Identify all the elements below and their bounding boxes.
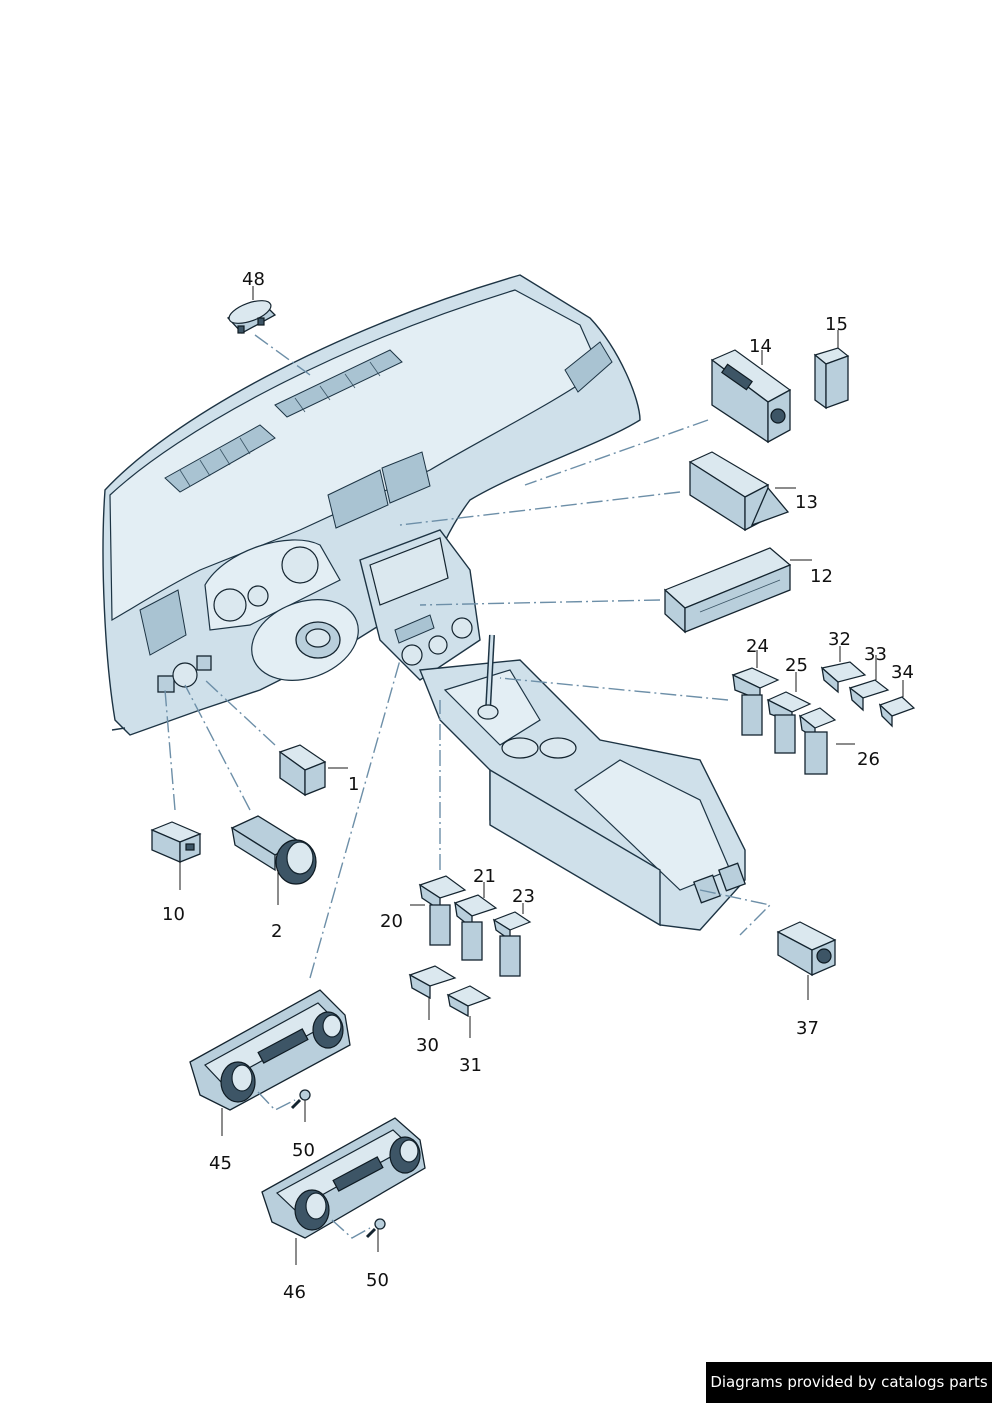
callout-50b: 50 xyxy=(366,1270,389,1291)
part-12-switch-strip[interactable] xyxy=(663,547,792,634)
callout-25: 25 xyxy=(785,655,808,676)
callout-32: 32 xyxy=(828,629,851,650)
part-31-blank[interactable] xyxy=(446,985,492,1018)
credit-banner: Diagrams provided by catalogs parts xyxy=(706,1362,992,1403)
callout-labels: 48 14 15 13 12 24 25 26 32 33 34 1 10 2 … xyxy=(162,269,914,1303)
part-50-screw-a[interactable] xyxy=(290,1089,311,1110)
part-48-switch[interactable] xyxy=(226,296,277,334)
callout-45: 45 xyxy=(209,1153,232,1174)
callout-31: 31 xyxy=(459,1055,482,1076)
callout-50a: 50 xyxy=(292,1140,315,1161)
part-25-button[interactable] xyxy=(766,691,812,754)
steering-wheel xyxy=(251,599,359,681)
callout-30: 30 xyxy=(416,1035,439,1056)
callout-23: 23 xyxy=(512,886,535,907)
air-vent-center xyxy=(327,469,389,529)
callout-20: 20 xyxy=(380,911,403,932)
instrument-cluster xyxy=(204,539,341,631)
callout-26: 26 xyxy=(857,749,880,770)
callout-13: 13 xyxy=(795,492,818,513)
callout-leaders xyxy=(179,286,904,1265)
part-37-switch[interactable] xyxy=(776,921,837,977)
part-32-blank[interactable] xyxy=(820,661,867,694)
leader-lines xyxy=(164,334,772,979)
defroster-grille xyxy=(164,349,403,493)
part-1-switch[interactable] xyxy=(278,744,327,797)
callout-14: 14 xyxy=(749,336,772,357)
part-2-rotary-light-switch[interactable] xyxy=(230,815,317,885)
callout-21: 21 xyxy=(473,866,496,887)
part-23-button[interactable] xyxy=(492,911,532,977)
part-20-button[interactable] xyxy=(418,875,467,946)
callout-24: 24 xyxy=(746,636,769,657)
air-vent-right xyxy=(564,341,613,393)
part-46-climate-control[interactable] xyxy=(261,1117,426,1239)
callout-12: 12 xyxy=(810,566,833,587)
dashboard-assembly xyxy=(102,274,641,736)
callout-1: 1 xyxy=(348,774,359,795)
callout-10: 10 xyxy=(162,904,185,925)
part-10-switch[interactable] xyxy=(150,821,202,863)
part-50-screw-b[interactable] xyxy=(365,1218,386,1239)
left-switch-slot xyxy=(157,675,175,693)
callout-46: 46 xyxy=(283,1282,306,1303)
center-console xyxy=(419,634,746,931)
part-26-button[interactable] xyxy=(798,707,837,775)
air-vent-left xyxy=(139,589,187,656)
callout-33: 33 xyxy=(864,644,887,665)
callout-15: 15 xyxy=(825,314,848,335)
part-30-blank[interactable] xyxy=(408,965,457,1000)
callout-2: 2 xyxy=(271,921,282,942)
part-14-light-switch-module[interactable] xyxy=(710,349,792,444)
part-15-cover[interactable] xyxy=(813,347,850,410)
part-13-hazard-switch[interactable] xyxy=(688,451,790,532)
callout-37: 37 xyxy=(796,1018,819,1039)
part-24-button[interactable] xyxy=(731,667,780,736)
part-45-climate-control[interactable] xyxy=(189,989,351,1111)
part-34-blank[interactable] xyxy=(878,696,916,728)
part-33-blank[interactable] xyxy=(848,679,890,712)
callout-34: 34 xyxy=(891,662,914,683)
callout-48: 48 xyxy=(242,269,265,290)
part-21-button[interactable] xyxy=(453,894,498,961)
